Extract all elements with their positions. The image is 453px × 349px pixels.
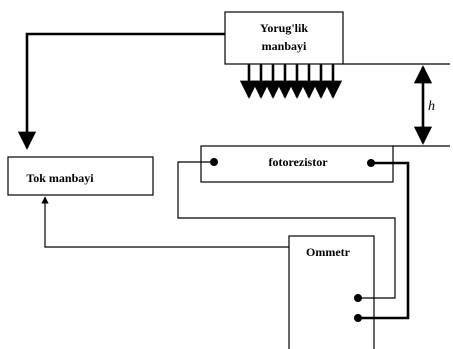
photoresistor-block: fotorezistor [200, 145, 394, 183]
light-source-label-line1: Yorug'lik [260, 21, 308, 35]
circuit-wires [17, 32, 410, 320]
ohmmeter-box [288, 235, 375, 349]
photoresistor-box [200, 145, 394, 183]
distance-indicator: h [343, 63, 450, 147]
ohmmeter-label: Ommetr [306, 245, 351, 259]
current-source-block: Tok manbayi [7, 156, 154, 196]
light-rays [239, 64, 343, 99]
photoresistor-label: fotorezistor [268, 155, 328, 169]
wire-left-terminal-to-ohmmeter [177, 161, 396, 299]
wire-ohmmeter-to-current-source [41, 196, 289, 248]
current-source-label: Tok manbayi [26, 171, 94, 185]
wire-right-terminal-to-ohmmeter [358, 161, 410, 320]
light-source-label-line2: manbayi [262, 39, 307, 53]
light-source-box [224, 11, 344, 65]
light-source-block: Yorug'lik manbayi [224, 11, 344, 65]
current-source-box [7, 156, 154, 196]
ohmmeter-block: Ommetr [288, 235, 375, 349]
distance-label: h [428, 99, 435, 114]
wire-light-to-current-source [17, 32, 225, 150]
